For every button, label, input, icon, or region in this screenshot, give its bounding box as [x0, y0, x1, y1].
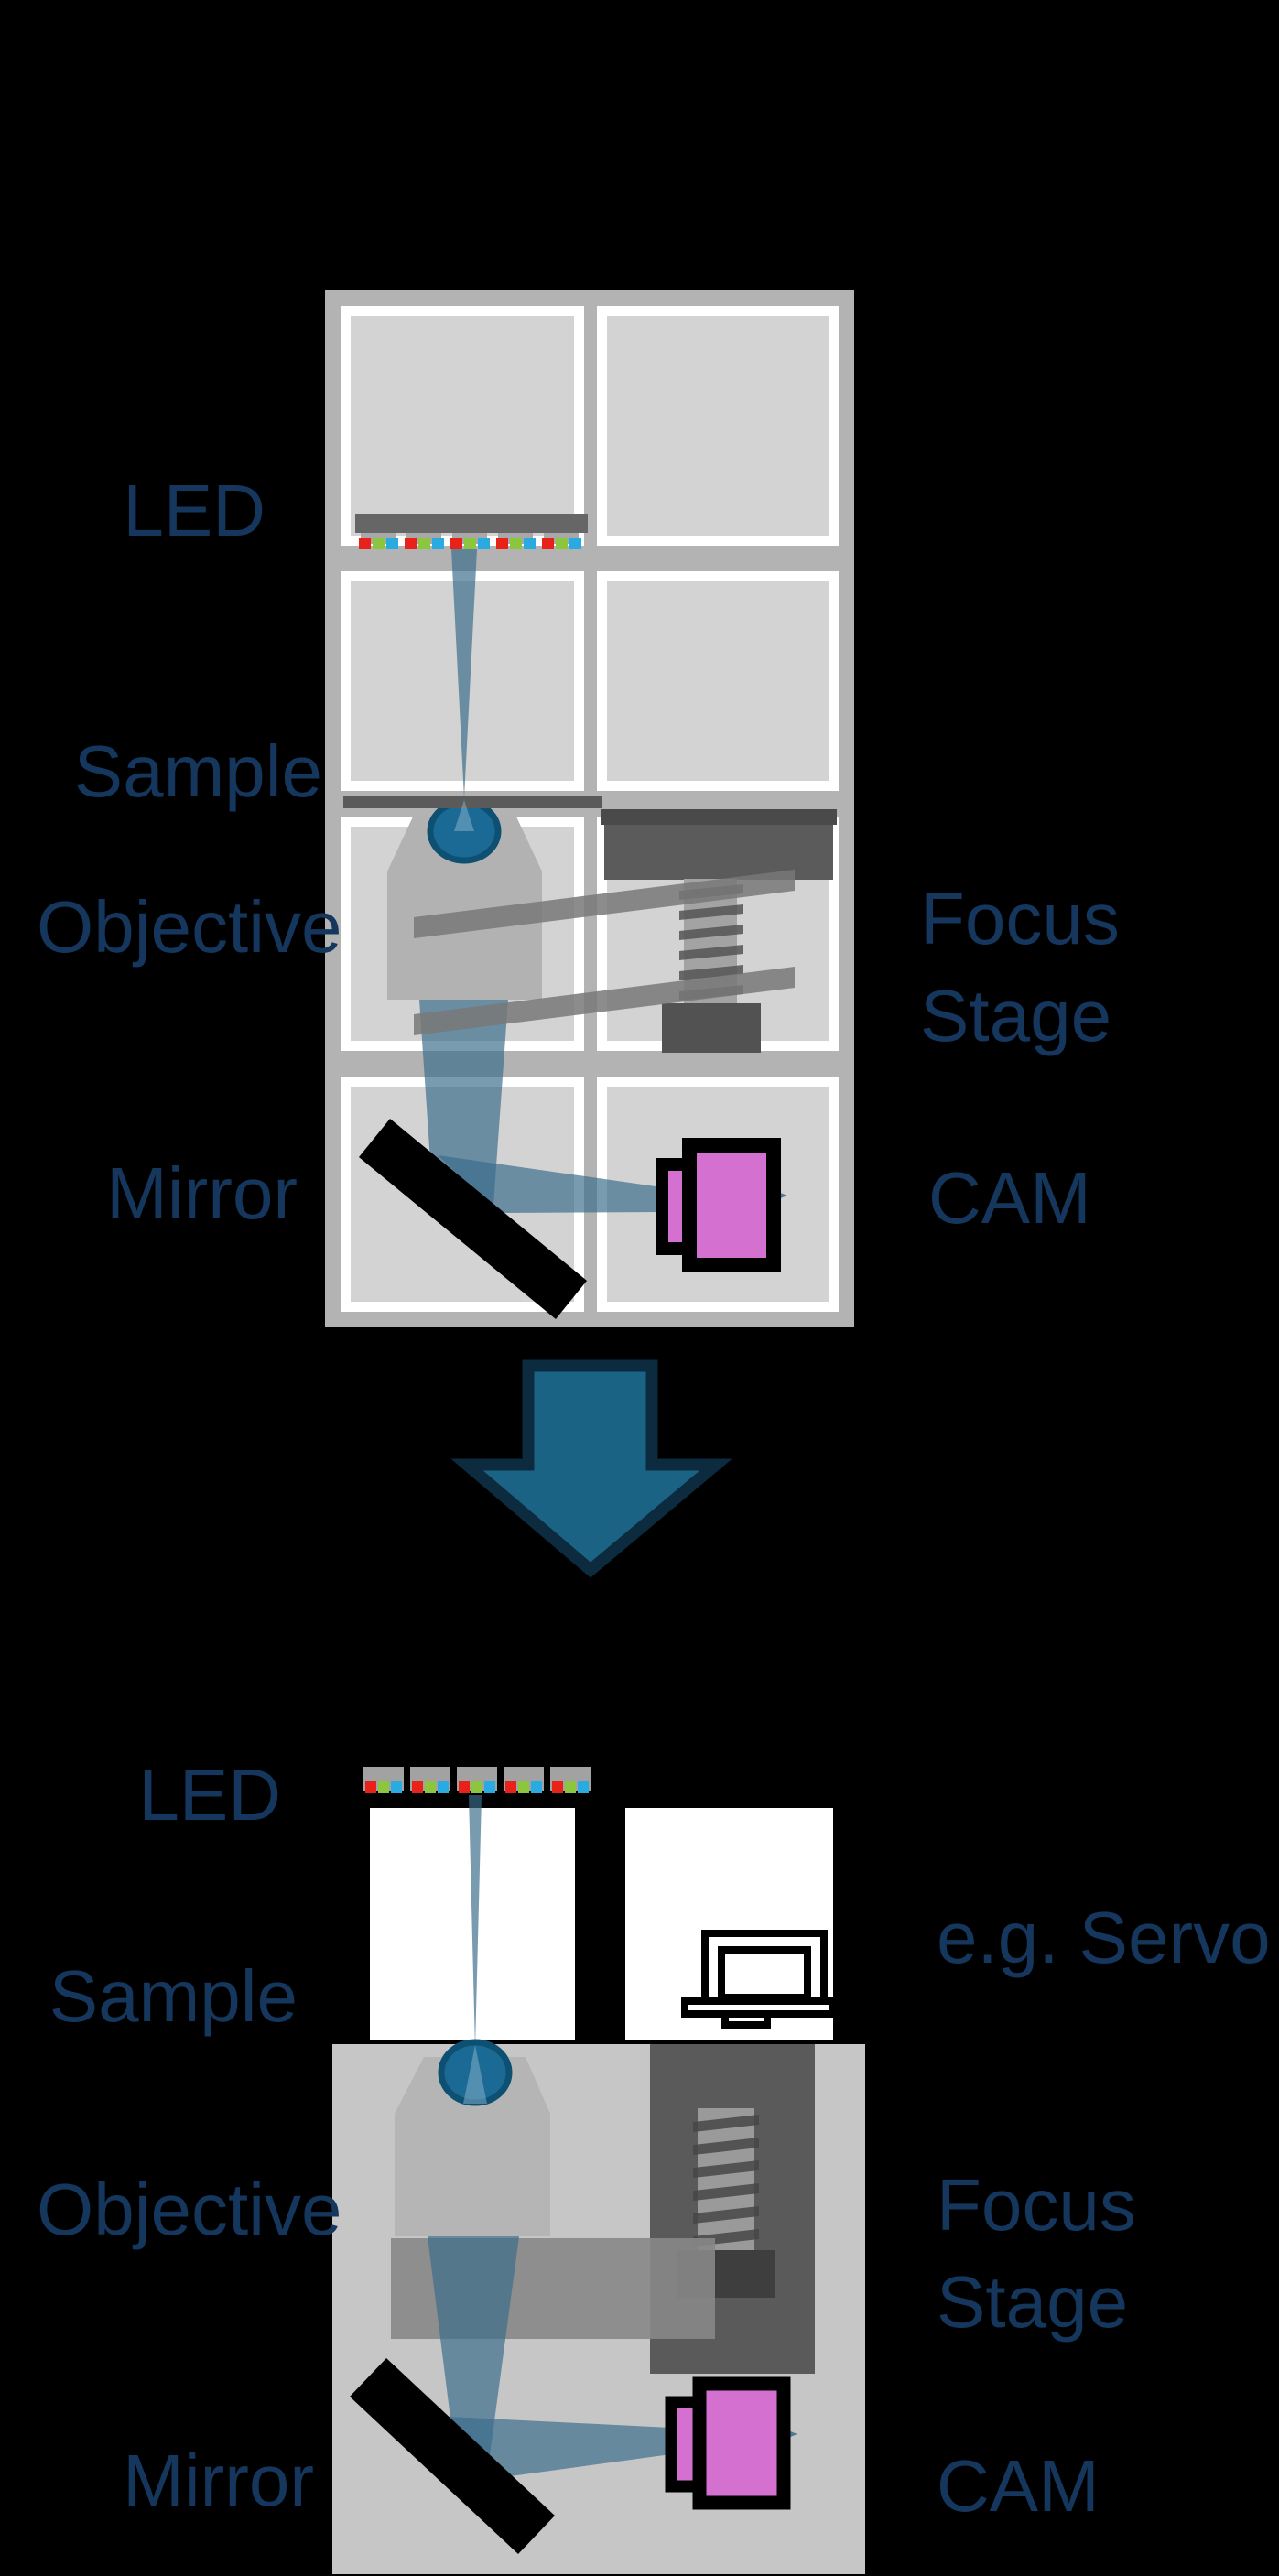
led-module [504, 1767, 544, 1793]
focus-stage-rail [601, 809, 837, 825]
led-module [359, 533, 398, 549]
illumination-beam [469, 1795, 482, 2049]
led-green-chip [518, 1781, 529, 1793]
led-green-chip [373, 538, 385, 549]
camera [656, 1138, 781, 1272]
led-green-chip [425, 1781, 436, 1793]
sample-slide [343, 796, 602, 808]
reflected-beam [449, 2417, 671, 2477]
label-sample-modular: Sample [73, 731, 322, 812]
led-module [457, 1767, 497, 1793]
flexure-arm [414, 967, 795, 1035]
label-focus-line1: Focus [920, 878, 1120, 959]
servo-shaft [721, 2010, 771, 2029]
mirror-icon [359, 1119, 587, 1319]
led-green-chip [510, 538, 522, 549]
led-bar [355, 514, 588, 533]
led-green-chip [378, 1781, 389, 1793]
focus-stage [601, 809, 837, 1053]
led-strip [355, 514, 588, 549]
integrated-microscope [332, 1767, 865, 2574]
servo-window [718, 1946, 811, 2001]
camera-body [692, 2376, 791, 2510]
led-module [550, 1767, 591, 1793]
imaging-beam [428, 2236, 519, 2455]
label-objective-modular: Objective [37, 886, 342, 968]
label-mirror-modular: Mirror [106, 1153, 298, 1234]
led-blue-chip [484, 1781, 495, 1793]
led-blue-chip [438, 1781, 449, 1793]
led-strip [363, 1767, 591, 1793]
label-sample-integrated: Sample [49, 1955, 298, 2037]
illumination-beam [451, 549, 477, 798]
led-module [405, 533, 444, 549]
label-cam-modular: CAM [928, 1157, 1091, 1239]
led-blue-chip [531, 1781, 542, 1793]
flexure-arm [414, 870, 795, 938]
mirror-icon [350, 2358, 555, 2554]
focus-motor-block [662, 1003, 761, 1053]
camera [665, 2376, 791, 2510]
grid-cell-fill [351, 316, 574, 536]
modular-microscope [325, 290, 854, 1327]
objective-body [387, 815, 542, 1000]
label-focus-stage-modular: Focus Stage [920, 871, 1120, 1064]
label-servo-integrated: e.g. Servo [937, 1897, 1271, 1978]
led-blue-chip [524, 538, 536, 549]
led-module [496, 533, 536, 549]
label-led-modular: LED [123, 470, 266, 551]
led-blue-chip [391, 1781, 402, 1793]
led-module [450, 533, 490, 549]
led-green-chip [565, 1781, 576, 1793]
label-cam-integrated: CAM [937, 2445, 1100, 2527]
led-blue-chip [569, 538, 581, 549]
led-blue-chip [478, 538, 490, 549]
led-blue-chip [578, 1781, 589, 1793]
camera-body [682, 1138, 781, 1272]
led-green-chip [464, 538, 476, 549]
label-focus-line2: Stage [920, 974, 1112, 1056]
led-module [363, 1767, 404, 1793]
reflected-beam [438, 1155, 662, 1213]
led-red-chip [359, 538, 371, 549]
led-red-chip [542, 538, 554, 549]
label-led-integrated: LED [138, 1754, 281, 1835]
led-green-chip [418, 538, 430, 549]
servo-icon [681, 1930, 837, 2029]
led-red-chip [412, 1781, 423, 1793]
led-red-chip [459, 1781, 470, 1793]
led-red-chip [505, 1781, 516, 1793]
objective-body [395, 2057, 550, 2236]
led-green-chip [556, 538, 568, 549]
lead-screw [698, 2108, 754, 2255]
led-red-chip [552, 1781, 563, 1793]
led-module [410, 1767, 450, 1793]
led-green-chip [471, 1781, 482, 1793]
led-red-chip [405, 538, 417, 549]
label-focus-line1: Focus [937, 2164, 1136, 2246]
label-mirror-integrated: Mirror [123, 2440, 314, 2521]
led-red-chip [496, 538, 508, 549]
led-module [542, 533, 581, 549]
down-arrow-icon [450, 1359, 732, 1578]
focus-stage-platform [604, 825, 833, 880]
label-focus-stage-integrated: Focus Stage [937, 2157, 1136, 2350]
grid-cell-fill [607, 316, 829, 536]
grid-cell-fill [607, 581, 829, 781]
led-red-chip [365, 1781, 376, 1793]
label-objective-integrated: Objective [37, 2169, 342, 2250]
led-blue-chip [386, 538, 398, 549]
label-focus-line2: Stage [937, 2260, 1129, 2343]
beam-focus-point [454, 800, 474, 831]
led-blue-chip [432, 538, 444, 549]
beam-focus-point [463, 2045, 487, 2104]
led-red-chip [450, 538, 462, 549]
